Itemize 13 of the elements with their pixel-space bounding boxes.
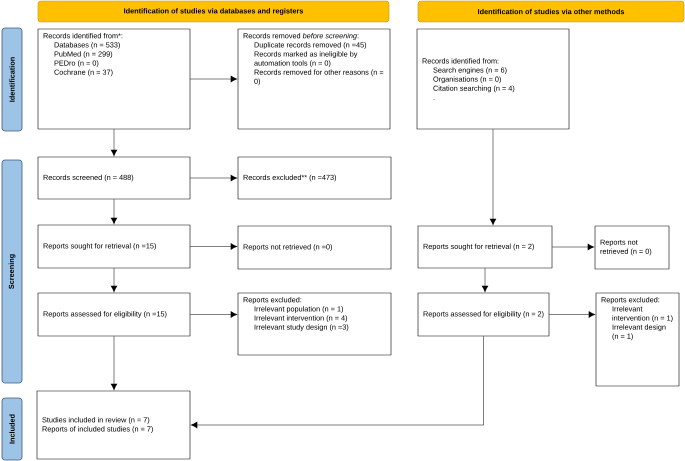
arrow xyxy=(110,336,118,390)
arrow xyxy=(110,129,118,156)
arrow xyxy=(110,268,118,292)
arrow xyxy=(552,244,594,250)
arrow xyxy=(110,199,118,224)
arrow xyxy=(190,311,238,318)
arrow xyxy=(190,76,238,82)
arrow xyxy=(190,336,484,428)
arrow xyxy=(482,268,488,292)
arrow xyxy=(190,243,238,250)
arrow xyxy=(549,311,596,318)
arrow xyxy=(490,129,496,226)
arrow xyxy=(190,174,238,182)
